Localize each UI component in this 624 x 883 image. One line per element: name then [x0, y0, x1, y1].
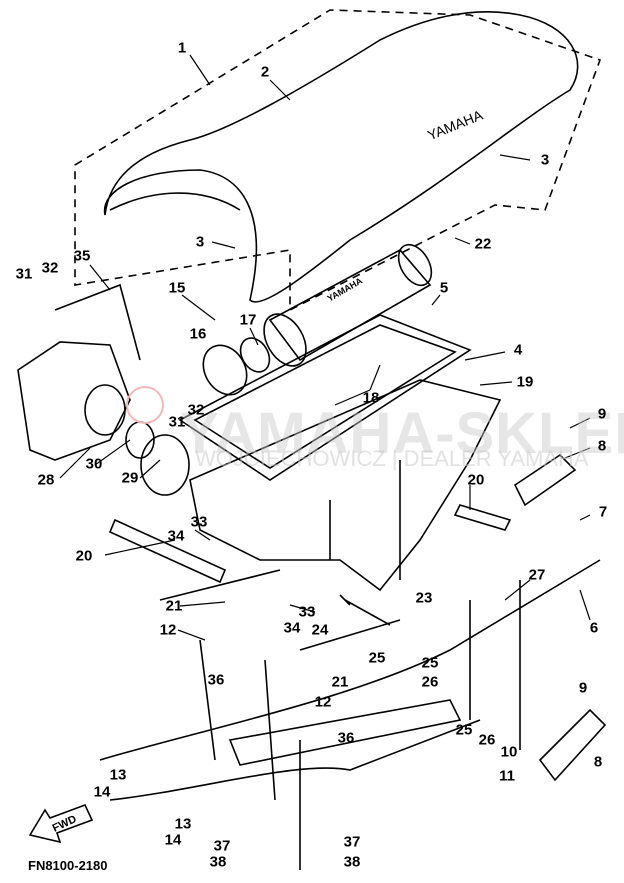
part-label: 8 — [597, 437, 607, 455]
part-label: 3 — [540, 151, 550, 169]
part-label: 32 — [41, 259, 59, 277]
part-label: 14 — [164, 831, 182, 849]
fwd-arrow — [28, 803, 94, 844]
part-label: 8 — [593, 753, 603, 771]
part-label: 26 — [421, 673, 439, 691]
part-label: 12 — [159, 621, 177, 639]
part-label: 14 — [93, 783, 111, 801]
part-label: 16 — [189, 325, 207, 343]
seat — [103, 11, 579, 303]
part-label: 2 — [260, 63, 270, 81]
part-label: 19 — [516, 373, 534, 391]
part-label: 11 — [499, 767, 515, 785]
leader-lines — [59, 54, 591, 641]
part-label: 33 — [298, 603, 316, 621]
part-label: 9 — [578, 679, 588, 697]
part-label: 17 — [239, 311, 257, 329]
part-label: 15 — [168, 279, 186, 297]
watermark-sub: WOJCIECHOWICZ | DEALER YAMAHA — [195, 446, 589, 471]
gasket-4 — [178, 314, 472, 481]
part-label: 22 — [474, 235, 492, 253]
part-label: 27 — [528, 566, 546, 584]
part-label: 38 — [343, 853, 361, 871]
part-label: 5 — [439, 279, 449, 297]
part-label: 12 — [314, 693, 332, 711]
part-label: 37 — [213, 837, 231, 855]
part-label: 28 — [37, 471, 55, 489]
part-label: 32 — [187, 401, 205, 419]
part-label: 37 — [343, 833, 361, 851]
filter-housing-28 — [17, 341, 131, 461]
part-label: 30 — [85, 455, 103, 473]
part-label: 31 — [168, 413, 186, 431]
part-label: 25 — [421, 654, 439, 672]
bracket-35 — [54, 283, 141, 361]
part-label: 20 — [467, 471, 485, 489]
part-label: 34 — [167, 527, 185, 545]
part-label: 1 — [177, 39, 187, 57]
intake-duct — [268, 248, 432, 362]
part-label: 36 — [337, 729, 355, 747]
handle-8-top — [513, 453, 577, 507]
watermark-logo — [126, 386, 164, 424]
part-label: 24 — [311, 621, 329, 639]
diagram-code: FN8100-2180 — [28, 858, 108, 873]
part-label: 4 — [513, 341, 523, 359]
part-label: 6 — [589, 619, 599, 637]
part-label: 34 — [283, 619, 301, 637]
part-label: 33 — [190, 513, 208, 531]
part-label: 9 — [597, 405, 607, 423]
part-label: 36 — [207, 671, 225, 689]
part-label: 38 — [209, 853, 227, 871]
part-label: 25 — [368, 649, 386, 667]
part-label: 21 — [165, 597, 183, 615]
part-label: 3 — [195, 233, 205, 251]
part-label: 13 — [174, 815, 192, 833]
part-label: 20 — [75, 547, 93, 565]
part-label: 23 — [415, 589, 433, 607]
part-label: 35 — [73, 247, 91, 265]
part-label: 26 — [478, 731, 496, 749]
part-label: 21 — [331, 673, 349, 691]
handle-8-bottom — [538, 708, 607, 782]
strip-20 — [108, 518, 227, 584]
seat-dashed-outline — [74, 9, 602, 312]
part-label: 31 — [15, 265, 33, 283]
hull-frame — [99, 559, 601, 870]
part-label: 18 — [362, 389, 380, 407]
part-label: 25 — [455, 721, 473, 739]
watermark-main: YAMAHA-SKLEP.PL — [180, 401, 624, 466]
part-label: 29 — [121, 469, 139, 487]
part-label: 7 — [598, 503, 608, 521]
part-label: 13 — [109, 766, 127, 784]
part-label: 10 — [500, 743, 518, 761]
